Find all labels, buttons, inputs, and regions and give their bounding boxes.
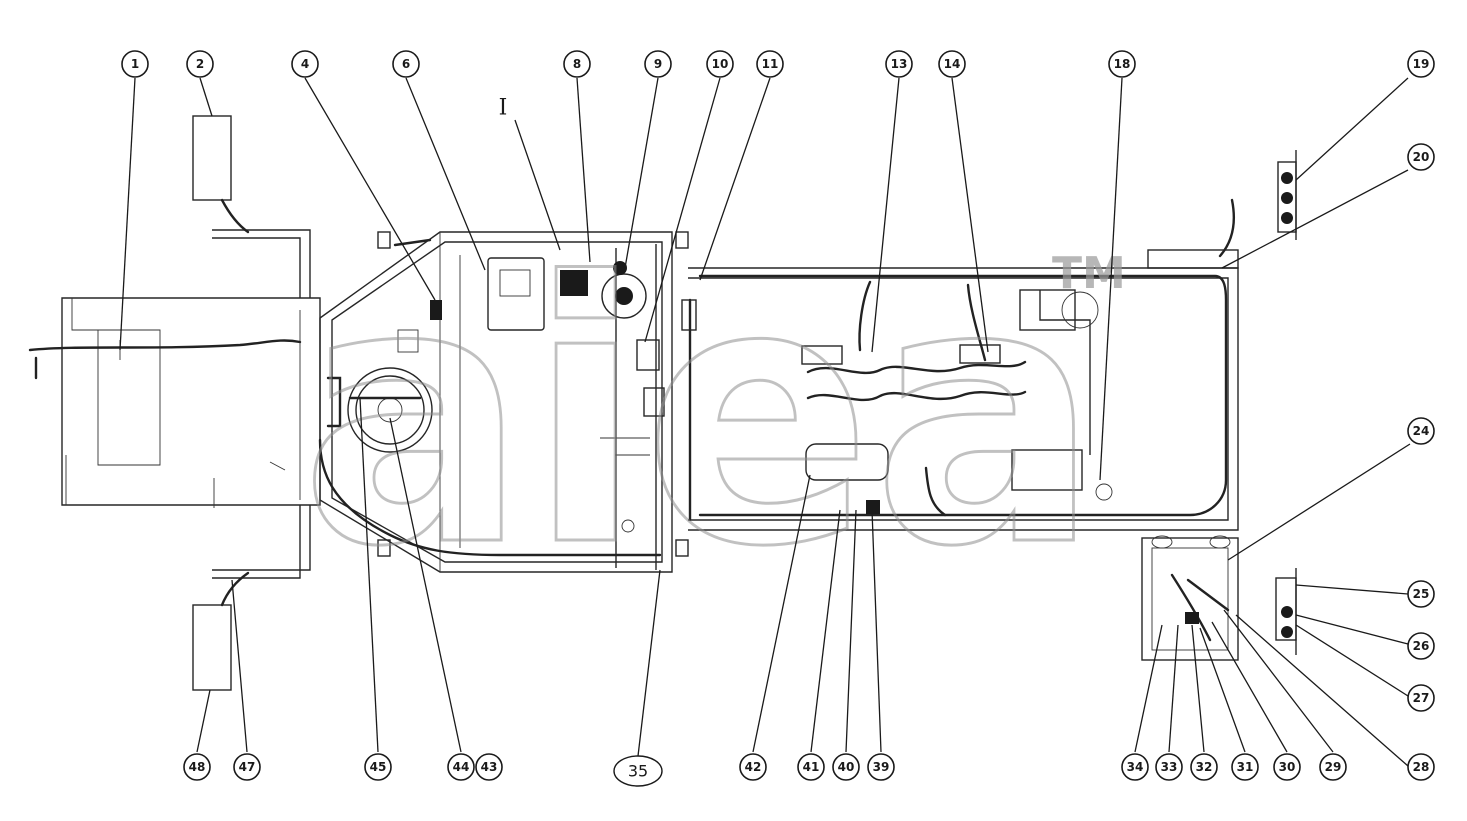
callouts: 1 2 4 6 8 9 10 11 13 14 18 19 20 24 25 2… — [121, 50, 1435, 787]
callout-32: 32 — [1190, 753, 1218, 781]
callout-8: 8 — [563, 50, 591, 78]
section-label-I: I — [499, 96, 508, 121]
callout-4: 4 — [291, 50, 319, 78]
headlight-right — [192, 461, 311, 691]
callout-13: 13 — [885, 50, 913, 78]
callout-34: 34 — [1121, 753, 1149, 781]
callout-42: 42 — [739, 753, 767, 781]
svg-text:19: 19 — [1413, 57, 1430, 71]
watermark-tm: TM — [1052, 248, 1126, 299]
svg-text:29: 29 — [1325, 760, 1342, 774]
svg-text:8: 8 — [573, 57, 581, 71]
callout-24: 24 — [1407, 417, 1435, 445]
callout-45: 45 — [364, 753, 392, 781]
callout-9: 9 — [644, 50, 672, 78]
callout-27: 27 — [1407, 684, 1435, 712]
svg-text:14: 14 — [944, 57, 961, 71]
svg-text:42: 42 — [745, 760, 762, 774]
front-frame — [28, 297, 321, 506]
svg-text:26: 26 — [1413, 639, 1430, 653]
svg-text:32: 32 — [1196, 760, 1213, 774]
svg-text:43: 43 — [481, 760, 498, 774]
callout-11: 11 — [756, 50, 784, 78]
svg-text:31: 31 — [1237, 760, 1254, 774]
callout-39: 39 — [867, 753, 895, 781]
callout-29: 29 — [1319, 753, 1347, 781]
callout-43: 43 — [475, 753, 503, 781]
svg-text:25: 25 — [1413, 587, 1430, 601]
svg-text:24: 24 — [1413, 424, 1430, 438]
callout-28: 28 — [1407, 753, 1435, 781]
callout-48: 48 — [183, 753, 211, 781]
svg-text:47: 47 — [239, 760, 256, 774]
svg-text:18: 18 — [1114, 57, 1131, 71]
svg-text:34: 34 — [1127, 760, 1144, 774]
svg-text:13: 13 — [891, 57, 908, 71]
callout-33: 33 — [1155, 753, 1183, 781]
svg-text:40: 40 — [838, 760, 855, 774]
svg-text:30: 30 — [1279, 760, 1296, 774]
svg-text:45: 45 — [370, 760, 387, 774]
callout-35: 35 — [613, 755, 663, 787]
svg-text:10: 10 — [712, 57, 729, 71]
callout-30: 30 — [1273, 753, 1301, 781]
svg-text:27: 27 — [1413, 691, 1430, 705]
rear-chassis — [681, 198, 1239, 661]
rear-lamp-upper — [1277, 150, 1297, 240]
svg-text:I: I — [499, 96, 508, 121]
svg-text:4: 4 — [301, 57, 309, 71]
callout-26: 26 — [1407, 632, 1435, 660]
rear-lamp-lower — [1275, 568, 1297, 655]
callout-1: 1 — [121, 50, 149, 78]
svg-text:28: 28 — [1413, 760, 1430, 774]
watermark-text: aiea — [300, 206, 1100, 625]
callout-6: 6 — [392, 50, 420, 78]
callout-20: 20 — [1407, 143, 1435, 171]
callout-25: 25 — [1407, 580, 1435, 608]
callout-41: 41 — [797, 753, 825, 781]
svg-text:11: 11 — [762, 57, 779, 71]
callout-19: 19 — [1407, 50, 1435, 78]
callout-47: 47 — [233, 753, 261, 781]
callout-44: 44 — [447, 753, 475, 781]
cab — [318, 231, 689, 573]
svg-text:44: 44 — [453, 760, 470, 774]
svg-text:2: 2 — [196, 57, 204, 71]
svg-text:41: 41 — [803, 760, 820, 774]
svg-text:33: 33 — [1161, 760, 1178, 774]
svg-text:6: 6 — [402, 57, 410, 71]
svg-text:39: 39 — [873, 760, 890, 774]
svg-text:48: 48 — [189, 760, 206, 774]
svg-text:9: 9 — [654, 57, 662, 71]
headlight-left — [192, 115, 311, 298]
callout-14: 14 — [938, 50, 966, 78]
svg-text:20: 20 — [1413, 150, 1430, 164]
callout-2: 2 — [186, 50, 214, 78]
watermark: aiea TM — [299, 205, 1126, 627]
callout-31: 31 — [1231, 753, 1259, 781]
leader-lines — [119, 77, 1411, 767]
callout-40: 40 — [832, 753, 860, 781]
callout-18: 18 — [1108, 50, 1136, 78]
svg-text:35: 35 — [628, 762, 648, 781]
svg-text:1: 1 — [131, 57, 139, 71]
callout-10: 10 — [706, 50, 734, 78]
